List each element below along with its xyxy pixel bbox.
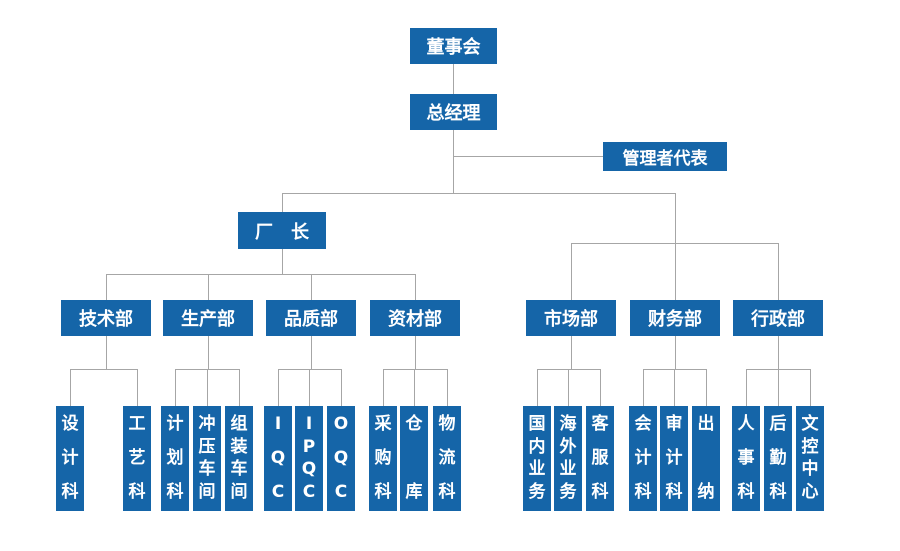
node-factory-director: 厂 长 — [238, 212, 326, 249]
connector — [453, 156, 603, 157]
node-purchasing-section: 采购科 — [369, 406, 397, 511]
connector — [106, 336, 107, 369]
node-dept-production: 生产部 — [163, 300, 253, 336]
connector — [137, 369, 138, 406]
connector — [571, 243, 572, 300]
connector — [311, 336, 312, 369]
node-dept-technology: 技术部 — [61, 300, 151, 336]
connector — [453, 64, 454, 94]
connector — [311, 274, 312, 300]
node-assembly-workshop: 组装车间 — [225, 406, 253, 511]
connector — [778, 243, 779, 300]
connector — [674, 369, 675, 406]
connector — [70, 369, 137, 370]
connector — [414, 369, 415, 406]
node-dept-marketing: 市场部 — [526, 300, 616, 336]
connector — [568, 369, 569, 406]
connector — [239, 369, 240, 406]
connector — [778, 336, 779, 369]
connector — [282, 193, 283, 212]
connector — [282, 193, 675, 194]
node-design-section: 设计科 — [56, 406, 84, 511]
connector — [383, 369, 447, 370]
connector — [282, 249, 283, 274]
node-stamping-workshop: 冲压车间 — [193, 406, 221, 511]
node-dept-finance: 财务部 — [630, 300, 720, 336]
connector — [106, 274, 107, 300]
node-general-manager: 总经理 — [410, 94, 497, 130]
node-board-of-directors: 董事会 — [410, 28, 497, 64]
node-logistics-section: 物流科 — [433, 406, 461, 511]
node-domestic-business: 国内业务 — [523, 406, 551, 511]
connector — [447, 369, 448, 406]
connector — [778, 369, 779, 406]
connector — [309, 369, 310, 406]
connector — [810, 369, 811, 406]
connector — [675, 336, 676, 369]
connector — [341, 369, 342, 406]
connector — [537, 369, 538, 406]
node-warehouse: 仓库 — [400, 406, 428, 511]
node-customer-service: 客服科 — [586, 406, 614, 511]
connector — [106, 274, 415, 275]
node-dept-admin: 行政部 — [733, 300, 823, 336]
connector — [278, 369, 279, 406]
connector — [643, 369, 644, 406]
node-hr-section: 人事科 — [732, 406, 760, 511]
connector — [571, 336, 572, 369]
connector — [706, 369, 707, 406]
connector — [746, 369, 747, 406]
node-planning-section: 计划科 — [161, 406, 189, 511]
connector — [415, 336, 416, 369]
node-process-section: 工艺科 — [123, 406, 151, 511]
connector — [675, 193, 676, 300]
node-audit-section: 审计科 — [660, 406, 688, 511]
connector — [208, 274, 209, 300]
node-dept-materials: 资材部 — [370, 300, 460, 336]
connector — [415, 274, 416, 300]
node-management-representative: 管理者代表 — [603, 142, 727, 171]
node-cashier: 出纳 — [692, 406, 720, 511]
node-overseas-business: 海外业务 — [554, 406, 582, 511]
node-document-control-center: 文控中心 — [796, 406, 824, 511]
connector — [208, 336, 209, 369]
node-general-affairs-section: 后勤科 — [764, 406, 792, 511]
node-accounting-section: 会计科 — [629, 406, 657, 511]
connector — [383, 369, 384, 406]
connector — [600, 369, 601, 406]
connector — [571, 243, 778, 244]
connector — [175, 369, 176, 406]
connector — [453, 130, 454, 193]
node-dept-quality: 品质部 — [266, 300, 356, 336]
connector — [70, 369, 71, 406]
connector — [207, 369, 208, 406]
